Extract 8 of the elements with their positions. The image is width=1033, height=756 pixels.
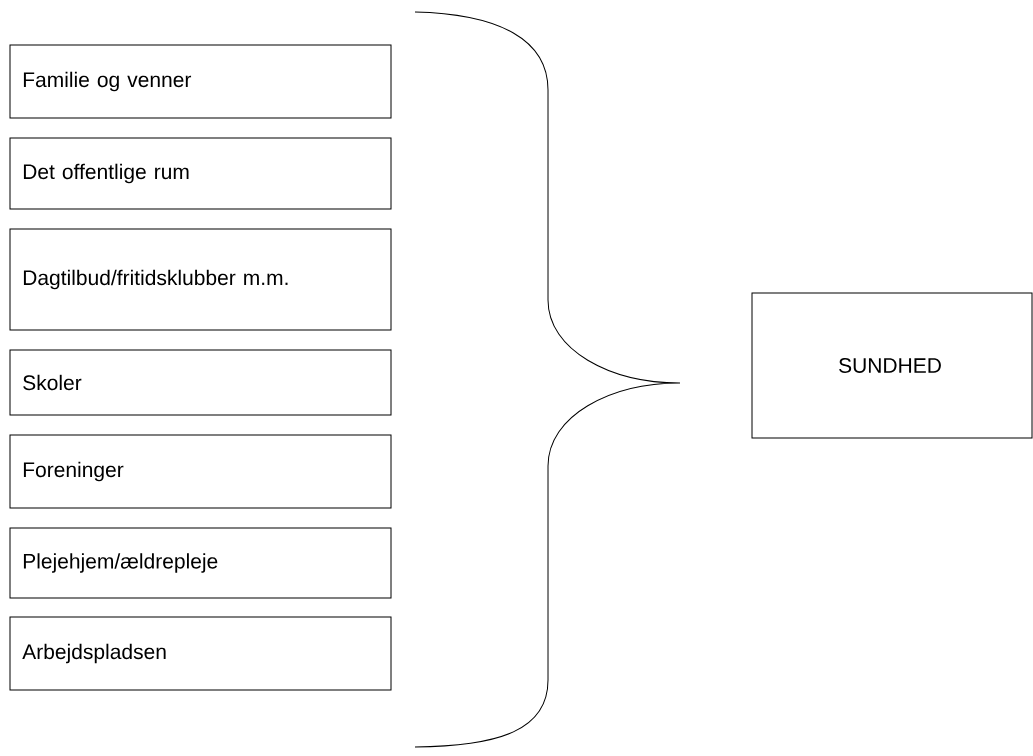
text-box: Arbejdspladsen xyxy=(9,616,392,691)
text-box: Foreninger xyxy=(9,434,392,509)
text-box: Familie og venner xyxy=(9,44,392,119)
text-box: Plejehjem/ældrepleje xyxy=(9,527,392,599)
text-box: SUNDHED xyxy=(751,292,1033,439)
text-box: Skoler xyxy=(9,349,392,416)
text-box: Dagtilbud/fritidsklubber m.m. xyxy=(9,228,392,331)
text-box: Det offentlige rum xyxy=(9,137,392,210)
